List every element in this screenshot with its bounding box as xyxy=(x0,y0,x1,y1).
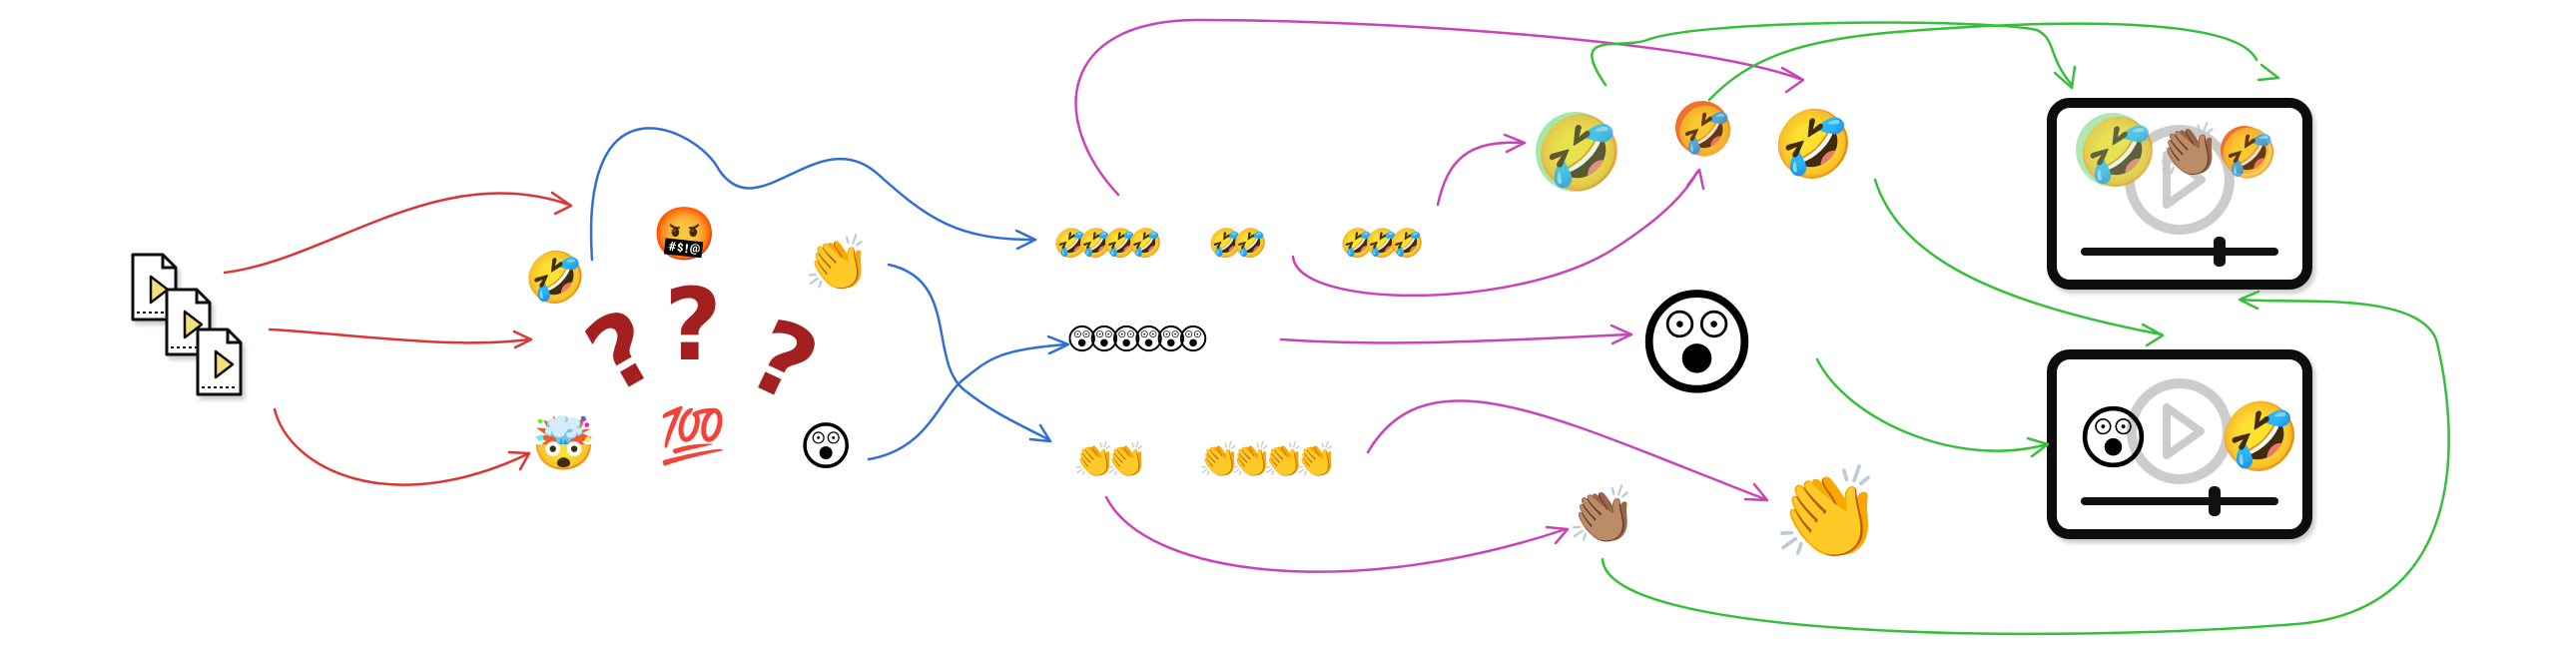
video-file-stack-icon xyxy=(131,253,243,396)
question-mark-right: ? xyxy=(733,297,835,427)
rofl-cluster: 🤣🤣🤣 xyxy=(1339,227,1424,261)
angry-emoji: 🤬 xyxy=(652,205,717,265)
rofl-orange-emoji: 🤣 xyxy=(1673,104,1735,162)
arrow-rofl-green-to-top-player xyxy=(1591,21,2074,87)
rofl-cluster: 🤣🤣🤣🤣 xyxy=(1052,227,1162,261)
play-triangle-icon xyxy=(2163,403,2205,459)
red-input-arrows xyxy=(223,191,573,486)
hundred-emoji: 💯 xyxy=(659,404,726,467)
video-player-top: 🤣 👏🏽 🤣 xyxy=(2047,98,2312,290)
rofl-cluster: 🤣🤣 xyxy=(1207,227,1267,261)
aggregated-reactions: 🤣 🤣 🤣 😲 👏🏽 👏 xyxy=(1532,101,1884,566)
arrow-files-to-mindblown xyxy=(273,407,529,486)
arrow-rofl-group-to-rofl-orange xyxy=(1291,170,1699,298)
arrow-hushed-to-bottom-player xyxy=(1815,357,2049,452)
rofl-green-emoji: 🤣 xyxy=(1532,111,1624,199)
clap-dark-overlay: 👏🏽 xyxy=(2157,120,2222,181)
rofl-orange-backdrop xyxy=(1675,101,1729,155)
arrow-rofl-group-to-top-merge xyxy=(1074,18,1804,197)
grouped-reactions: 🤣🤣🤣🤣 🤣🤣 🤣🤣🤣 😲😲😲😲😲😲 👏👏 👏👏👏👏 xyxy=(1052,227,1434,480)
green-output-arrows xyxy=(1591,21,2450,636)
arrow-hushed-to-hushed-group xyxy=(867,342,1068,461)
arrow-clap-group-b-to-clap xyxy=(1366,399,1767,501)
rofl-green-overlay: 🤣 xyxy=(2074,114,2159,194)
hushed-large-emoji: 😲 xyxy=(1635,275,1758,412)
rofl-overlay: 🤣 xyxy=(2216,398,2300,478)
clap-dark-emoji: 👏🏽 xyxy=(1568,483,1637,548)
video-file-icon xyxy=(196,327,243,396)
play-circle-icon xyxy=(2127,378,2233,484)
rofl-orange-overlay: 🤣 xyxy=(2217,126,2278,184)
clap-cluster: 👏👏 xyxy=(1073,440,1144,480)
rofl-emoji: 🤣 xyxy=(522,249,586,310)
progress-scrubber-handle[interactable] xyxy=(2214,237,2226,267)
arrow-rofl-to-bottom-player xyxy=(1873,178,2164,336)
clap-emoji: 👏 xyxy=(804,232,871,295)
question-mark-left: ? xyxy=(568,286,677,415)
clap-large-emoji: 👏 xyxy=(1772,461,1884,566)
play-triangle-icon xyxy=(2163,151,2206,209)
arrow-files-to-rofl xyxy=(223,192,571,275)
hushed-overlay: 😲 xyxy=(2077,397,2150,479)
arrow-clap-dark-to-top-player xyxy=(1601,298,2450,636)
arrow-rofl-to-rofl-group xyxy=(589,127,1035,262)
hushed-cluster: 😲😲😲😲😲😲 xyxy=(1066,323,1206,357)
magenta-aggregation-arrows xyxy=(1074,18,1805,573)
raw-reactions-cloud: 🤣 🤬 🤯 💯 👏 😲 ? ? ? xyxy=(522,205,871,477)
hushed-emoji: 😲 xyxy=(799,417,853,477)
blue-sorting-arrows xyxy=(589,127,1070,461)
question-mark-center: ? xyxy=(664,267,722,383)
rofl-green-backdrop xyxy=(1536,112,1615,192)
clap-cluster: 👏👏👏👏 xyxy=(1198,440,1334,480)
arrow-files-to-questions xyxy=(268,327,531,344)
rofl-orange-overlay-backdrop xyxy=(2221,126,2268,174)
rofl-green-overlay-backdrop xyxy=(2076,113,2150,187)
arrow-rofl-group-to-rofl-green xyxy=(1436,141,1525,207)
video-player-bottom: 😲 🤣 xyxy=(2047,349,2312,539)
progress-scrubber-handle[interactable] xyxy=(2209,486,2221,516)
arrow-hushed-group-to-hushed xyxy=(1279,332,1631,344)
rofl-emoji: 🤣 xyxy=(1769,106,1854,186)
mind-blown-emoji: 🤯 xyxy=(531,413,596,474)
arrow-rofl-orange-to-top-player xyxy=(1707,22,2258,102)
arrow-clap-to-clap-group xyxy=(887,263,1050,441)
arrow-clap-group-a-to-clap-dark xyxy=(1104,495,1568,573)
